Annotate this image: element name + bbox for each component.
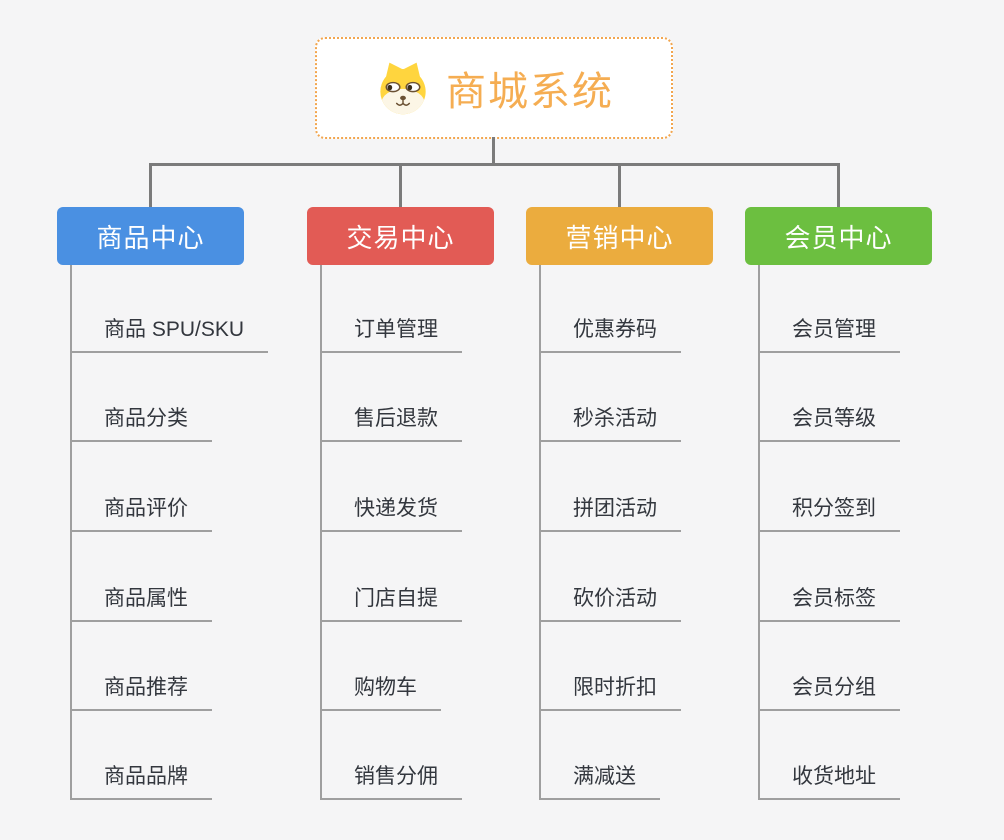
leaf-node[interactable]: 商品品牌 [70,764,212,800]
leaf-node[interactable]: 会员等级 [758,406,900,442]
leaf-node[interactable]: 商品推荐 [70,675,212,711]
leaf-node[interactable]: 销售分佣 [320,764,462,800]
leaf-node[interactable]: 商品 SPU/SKU [70,317,269,353]
leaf-node[interactable]: 秒杀活动 [539,406,681,442]
leaf-node[interactable]: 限时折扣 [539,675,681,711]
leaf-node[interactable]: 拼团活动 [539,496,681,532]
connector-drop-3 [618,163,621,209]
leaf-node[interactable]: 商品评价 [70,496,212,532]
leaf-node[interactable]: 砍价活动 [539,586,681,622]
leaf-node[interactable]: 满减送 [539,764,660,800]
branch-column-member: 会员管理 会员等级 积分签到 会员标签 会员分组 收货地址 [758,265,1000,800]
connector-drop-1 [149,163,152,209]
category-node-trade[interactable]: 交易中心 [307,207,494,265]
leaf-node[interactable]: 订单管理 [320,317,462,353]
leaf-node[interactable]: 购物车 [320,675,441,711]
leaf-node[interactable]: 售后退款 [320,406,462,442]
connector-root-stem [492,137,495,163]
leaf-node[interactable]: 收货地址 [758,764,900,800]
leaf-node[interactable]: 会员管理 [758,317,900,353]
root-node[interactable]: 商城系统 [315,37,673,139]
leaf-node[interactable]: 快递发货 [320,496,462,532]
leaf-node[interactable]: 商品分类 [70,406,212,442]
root-title: 商城系统 [446,70,614,114]
category-node-product[interactable]: 商品中心 [57,207,244,265]
connector-horizontal-bar [149,163,840,166]
connector-drop-2 [399,163,402,209]
leaf-node[interactable]: 门店自提 [320,586,462,622]
dog-icon [380,62,426,115]
leaf-node[interactable]: 商品属性 [70,586,212,622]
branch-column-product: 商品 SPU/SKU 商品分类 商品评价 商品属性 商品推荐 商品品牌 [70,265,312,800]
leaf-node[interactable]: 优惠券码 [539,317,681,353]
leaf-node[interactable]: 会员分组 [758,675,900,711]
leaf-node[interactable]: 积分签到 [758,496,900,532]
branch-column-trade: 订单管理 售后退款 快递发货 门店自提 购物车 销售分佣 [320,265,562,800]
category-node-marketing[interactable]: 营销中心 [526,207,713,265]
connector-drop-4 [837,163,840,209]
leaf-node[interactable]: 会员标签 [758,586,900,622]
branch-column-marketing: 优惠券码 秒杀活动 拼团活动 砍价活动 限时折扣 满减送 [539,265,781,800]
category-node-member[interactable]: 会员中心 [745,207,932,265]
